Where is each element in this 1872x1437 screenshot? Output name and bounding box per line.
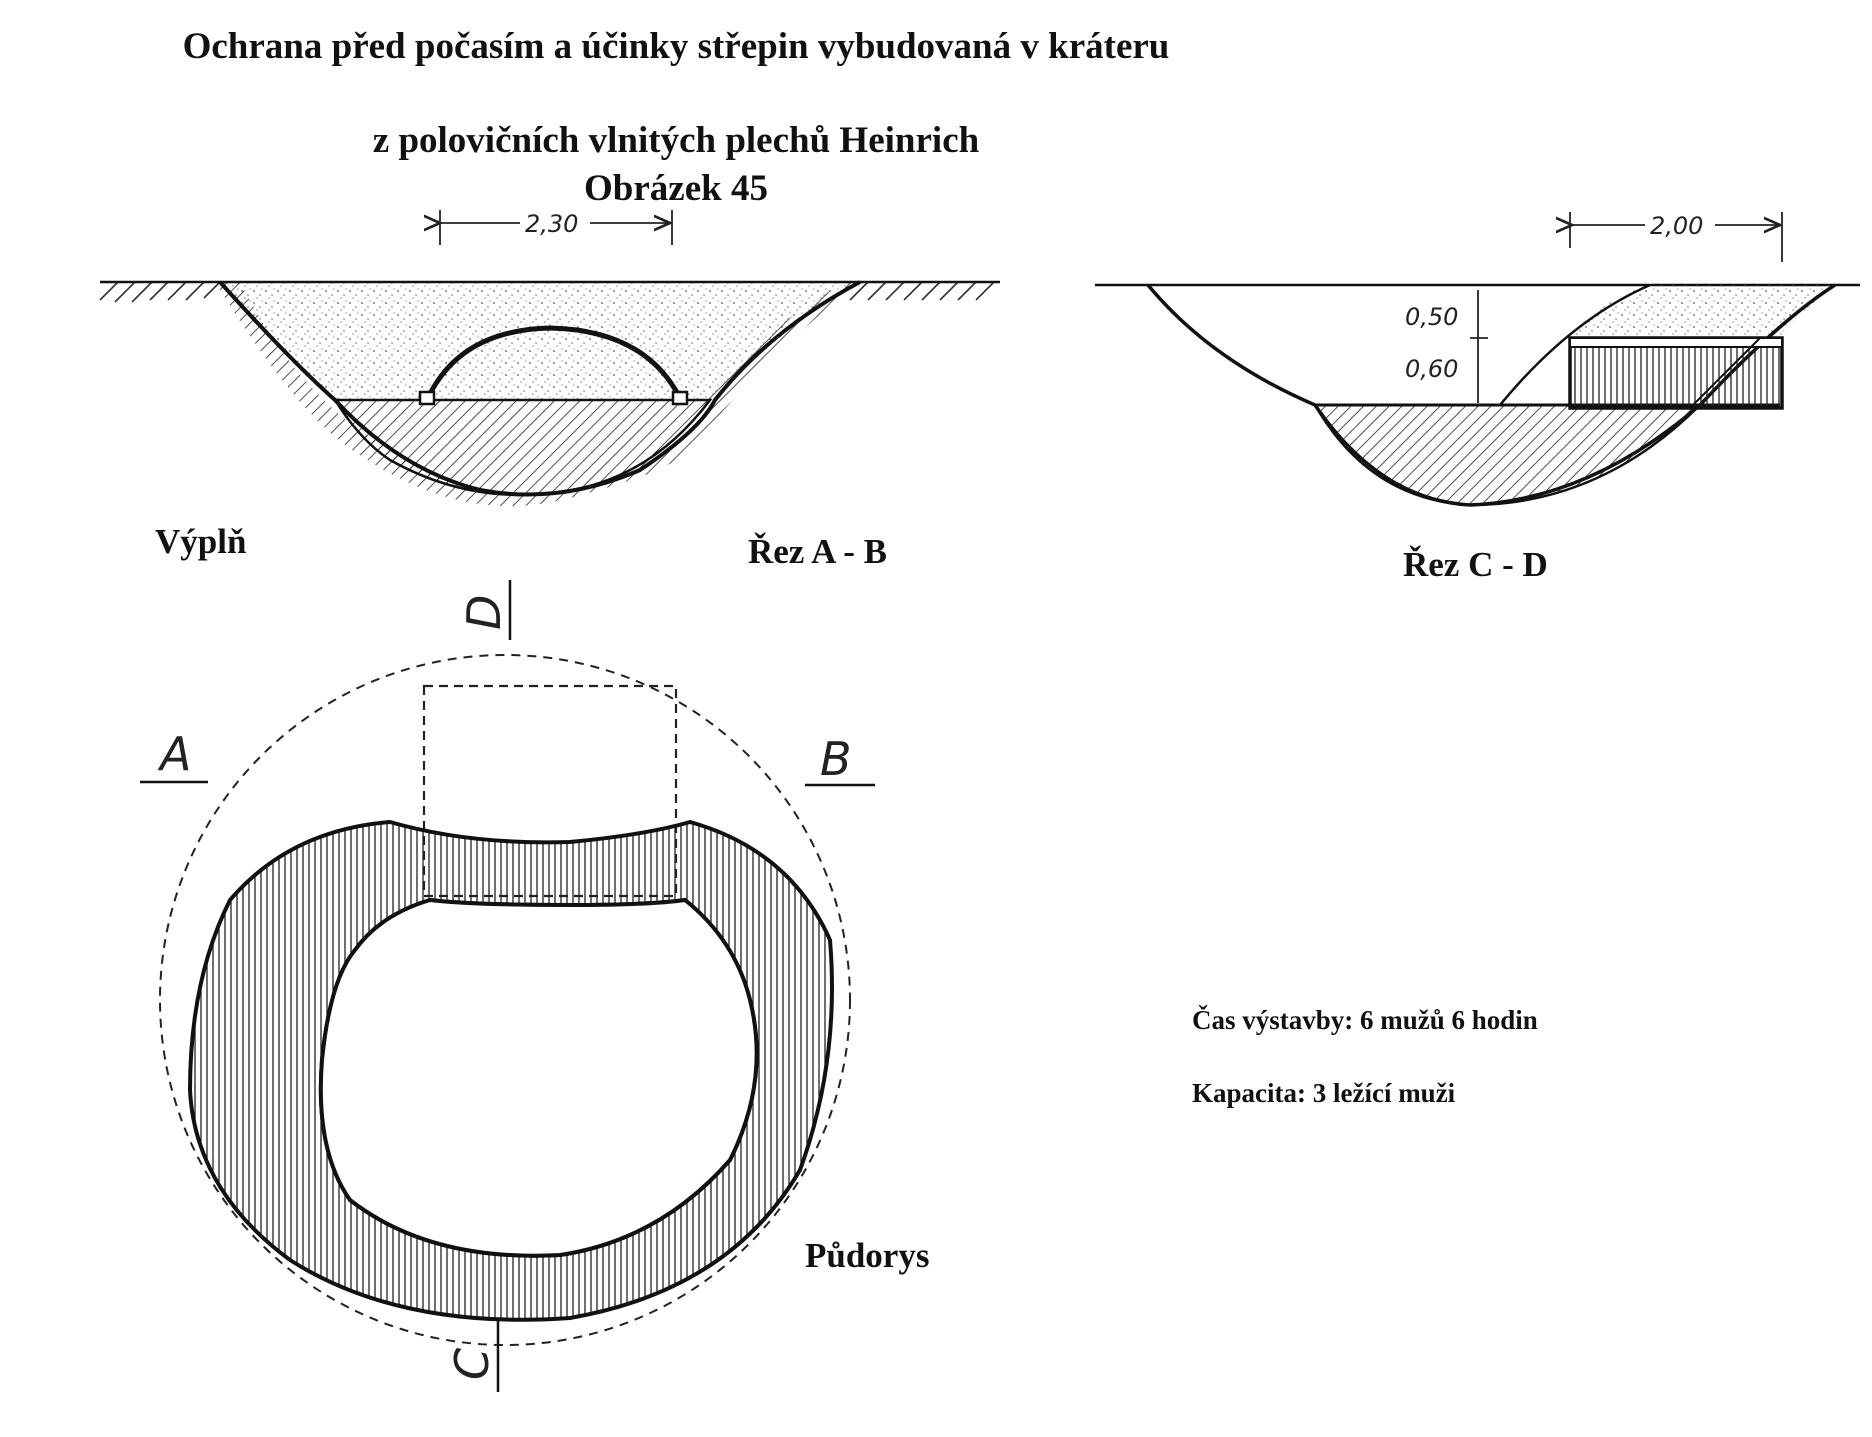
ring-inner-outline <box>318 897 759 1258</box>
label-section-ab: Řez A - B <box>748 532 888 571</box>
arch-footing-right <box>671 390 689 406</box>
slope-through-block <box>1689 337 1761 409</box>
crater-dashed-outline <box>159 654 851 1346</box>
slope-line-cd <box>1499 283 1651 406</box>
crater-outline <box>218 280 861 497</box>
construction-time-note: Čas výstavby: 6 mužů 6 hodin <box>1192 1005 1538 1035</box>
title-line-2: z polovičních vlnitých plechů Heinrich <box>372 120 980 161</box>
section-ab-drawing: 2,30 <box>99 210 1000 507</box>
sand-fill-cd <box>1570 285 1835 338</box>
title-line-1: Ochrana před počasím a účinky střepin vy… <box>182 26 1170 67</box>
section-mark-a: A <box>157 727 191 781</box>
shelter-block-cd <box>1568 336 1784 410</box>
plan-drawing: A B D C <box>140 580 875 1392</box>
section-mark-d: D <box>457 595 511 630</box>
compacted-bottom-cd <box>1312 403 1704 507</box>
ground-hatching <box>99 281 995 303</box>
dim-cd-height: 0,60 <box>1405 355 1458 383</box>
label-section-cd: Řez C - D <box>1403 545 1548 584</box>
dim-ab-width: 2,30 <box>525 210 578 238</box>
capacity-note: Kapacita: 3 ležící muži <box>1192 1078 1456 1108</box>
arch-footing-left <box>418 390 436 406</box>
dim-cd-cover: 0,50 <box>1405 303 1458 331</box>
dim-cd-width: 2,00 <box>1650 212 1703 240</box>
label-fill: Výplň <box>155 522 247 561</box>
corrugated-arch <box>425 325 683 400</box>
section-cd-drawing: 0,50 0,60 2,00 <box>1095 212 1860 507</box>
sand-fill <box>220 282 860 400</box>
figure-number: Obrázek 45 <box>584 168 768 209</box>
section-mark-b: B <box>820 732 852 786</box>
section-mark-c: C <box>445 1348 499 1380</box>
shelter-top-cd <box>1569 337 1783 348</box>
label-plan: Půdorys <box>805 1236 930 1275</box>
